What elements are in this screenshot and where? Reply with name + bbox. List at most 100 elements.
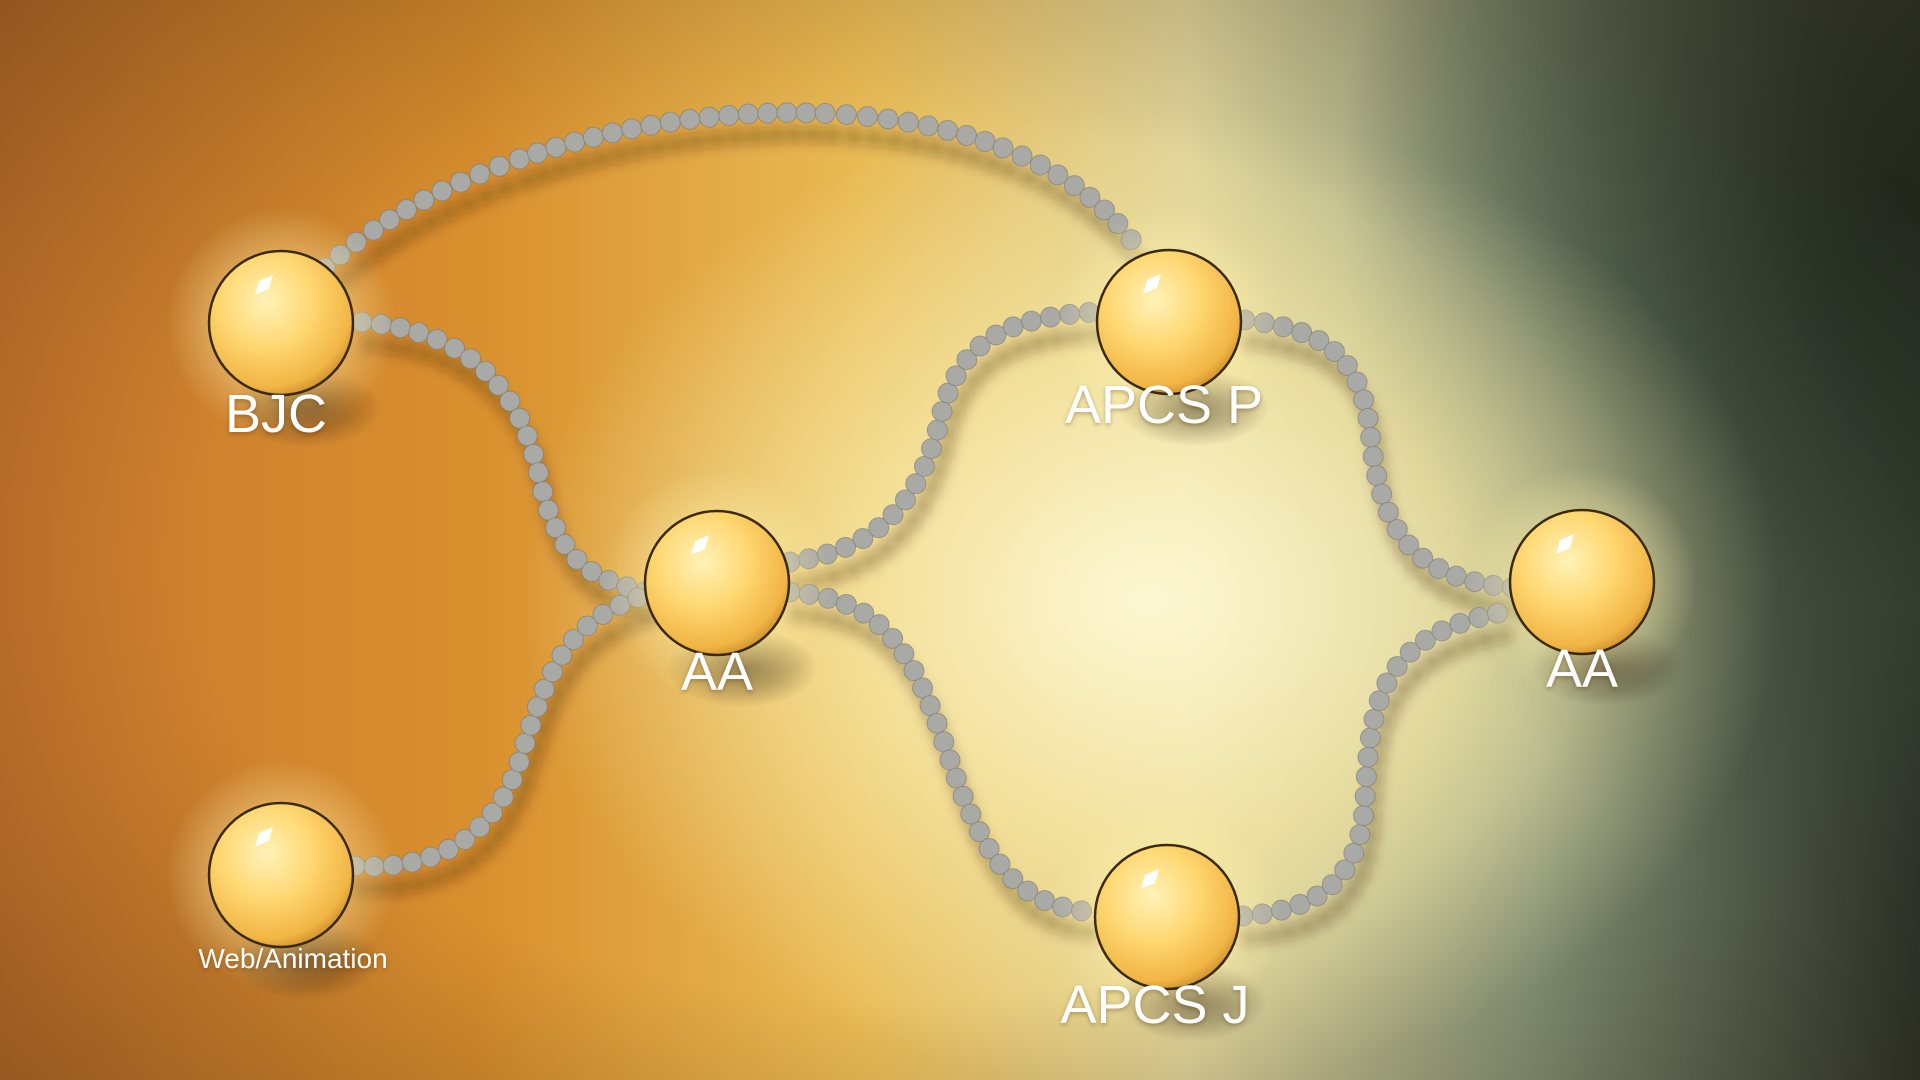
bead [1291,322,1313,344]
bead [926,419,948,441]
bead-shadow [954,388,973,407]
bead-shadow [1439,643,1458,662]
bead [903,660,925,682]
bead-shadow [876,540,895,559]
bead [1428,558,1450,580]
bead [532,481,554,503]
bead [1445,565,1467,587]
bead [1349,824,1371,846]
node-ball [207,801,355,949]
bead-shadow [477,187,496,206]
bead [1047,164,1069,186]
bead-shadow [843,560,862,579]
bead [917,115,939,137]
bead-shadow [1423,653,1442,672]
bead [1353,389,1375,411]
bead [1368,690,1390,712]
bead [882,627,904,649]
bead [1020,310,1042,332]
bead [1306,885,1328,907]
connector-apcsp-aa2 [1234,309,1523,599]
bead [919,695,941,717]
node-highlight [255,827,273,847]
bead [1346,371,1368,393]
bead [945,767,967,789]
bead [413,189,435,211]
bead [737,103,759,125]
bead [509,407,531,429]
bead [956,349,978,371]
bead [537,499,559,521]
bead [431,180,453,202]
bead-shadow [553,160,572,179]
bead [913,455,935,477]
bead-shadow [707,130,726,149]
node-aa2 [1466,466,1698,707]
bead [795,102,817,124]
node-highlight [1143,274,1161,294]
bead-shadow [550,684,569,703]
bead-shadow [784,125,803,144]
bead-shadow [804,125,823,144]
bead [1079,186,1101,208]
bead [508,148,530,170]
bead-shadow [906,135,925,154]
bead [856,105,878,127]
bead-shadow [826,611,845,630]
bead [469,163,491,185]
bead [1386,518,1408,540]
node-label-aa1: AA [680,642,754,702]
bead-shadow [765,126,784,145]
node-label-aa2: AA [1545,639,1619,699]
bead [640,114,662,136]
bead [968,821,990,843]
bead-shadow [922,479,941,498]
bead [501,769,523,791]
bead [992,137,1014,159]
bead [852,528,874,550]
bead-shadow [648,138,667,157]
bead [551,644,573,666]
bead-shadow [1395,679,1414,698]
bead [514,732,536,754]
bead [454,828,476,850]
bead [937,119,959,141]
bead [362,219,384,241]
bead [520,714,542,736]
bead [945,365,967,387]
bead [776,102,798,124]
bead-shadow [978,359,997,378]
connector-shadow-web-aa1 [353,610,654,898]
bead [460,348,482,370]
bead [1029,154,1051,176]
bead [814,102,836,124]
bead-shadow [1457,636,1476,655]
bead [853,602,875,624]
bead [1360,426,1382,448]
bead [1002,316,1024,338]
bead [659,111,681,133]
connectors [314,102,1523,927]
bead-shadow [726,128,745,147]
node-label-apcsp: APCS P [1064,375,1264,435]
node-highlight [691,535,709,555]
bead-shadow [510,792,529,811]
node-ball [643,509,791,657]
bead [1398,534,1420,556]
bead [974,130,996,152]
bead [835,593,857,615]
bead [563,629,585,651]
bead-shadow [993,347,1012,366]
bead-shadow [490,825,509,844]
bead-shadow [446,862,465,881]
bead-shadow [585,638,604,657]
bead [545,136,567,158]
bead-shadow [439,203,458,222]
bead [450,171,472,193]
bead [437,838,459,860]
bead-shadow [886,131,905,150]
bead-shadow [591,150,610,169]
bead [408,322,430,344]
bead [523,443,545,465]
bead [1034,890,1056,912]
